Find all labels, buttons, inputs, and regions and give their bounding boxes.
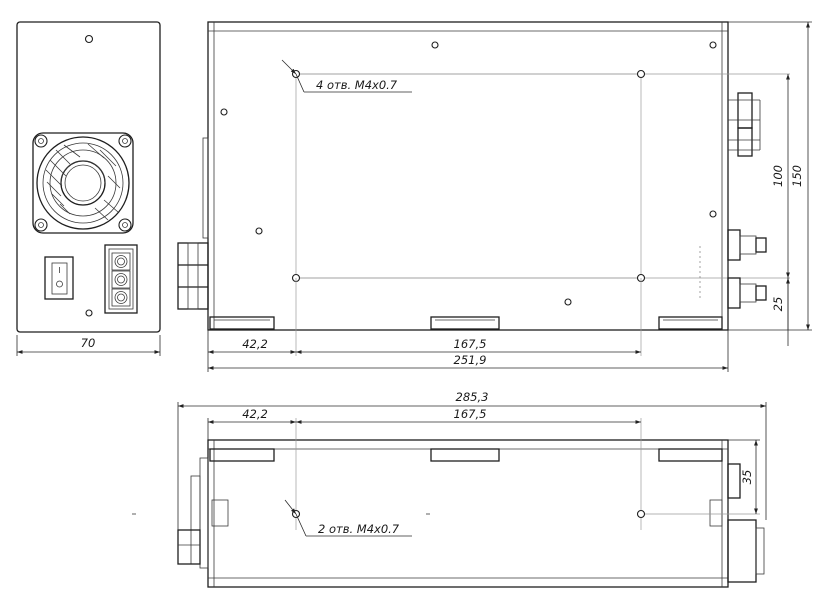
dim-side-height: 35 <box>728 439 760 514</box>
dim-front-width: 70 <box>16 335 161 356</box>
dim-top-heights: 150 100 25 <box>728 21 812 346</box>
dim-35-label: 35 <box>740 470 754 485</box>
side-view: 2 отв. М4x0.7 285,3 42,2 167,5 35 <box>132 390 767 588</box>
dim-150-label: 150 <box>790 165 804 187</box>
left-connector <box>177 242 209 310</box>
dim-70-label: 70 <box>81 336 96 350</box>
front-bottom-hole <box>85 309 93 317</box>
side-view-outline <box>207 439 729 588</box>
front-top-hole <box>84 34 94 44</box>
power-switch <box>44 256 74 300</box>
dim-42-2-top-label: 42,2 <box>242 337 268 351</box>
dim-100-label: 100 <box>771 165 785 187</box>
dim-167-5-side-label: 167,5 <box>454 407 487 421</box>
top-hole-pattern <box>291 69 790 283</box>
dim-42-2-side-label: 42,2 <box>242 407 268 421</box>
dim-167-5-top-label: 167,5 <box>454 337 487 351</box>
side-holes-callout: 2 отв. М4x0.7 <box>318 522 400 536</box>
top-view: 4 отв. М4x0.7 150 100 25 42,2 167,5 251,… <box>177 21 812 372</box>
top-view-outline <box>207 21 729 331</box>
side-hole-right <box>636 509 646 519</box>
dim-285-3-label: 285,3 <box>456 390 489 404</box>
dim-top-lengths: 42,2 167,5 251,9 <box>207 278 729 372</box>
fan-icon <box>32 132 134 234</box>
front-view: 70 <box>16 21 161 356</box>
dim-side-lengths: 285,3 42,2 167,5 <box>177 390 767 530</box>
top-holes-callout: 4 отв. М4x0.7 <box>316 78 398 92</box>
dim-251-9-label: 251,9 <box>454 353 487 367</box>
right-terminals <box>699 92 767 309</box>
front-panel-outline <box>16 21 161 333</box>
terminal-block <box>104 244 138 314</box>
dim-25-label: 25 <box>771 297 785 312</box>
